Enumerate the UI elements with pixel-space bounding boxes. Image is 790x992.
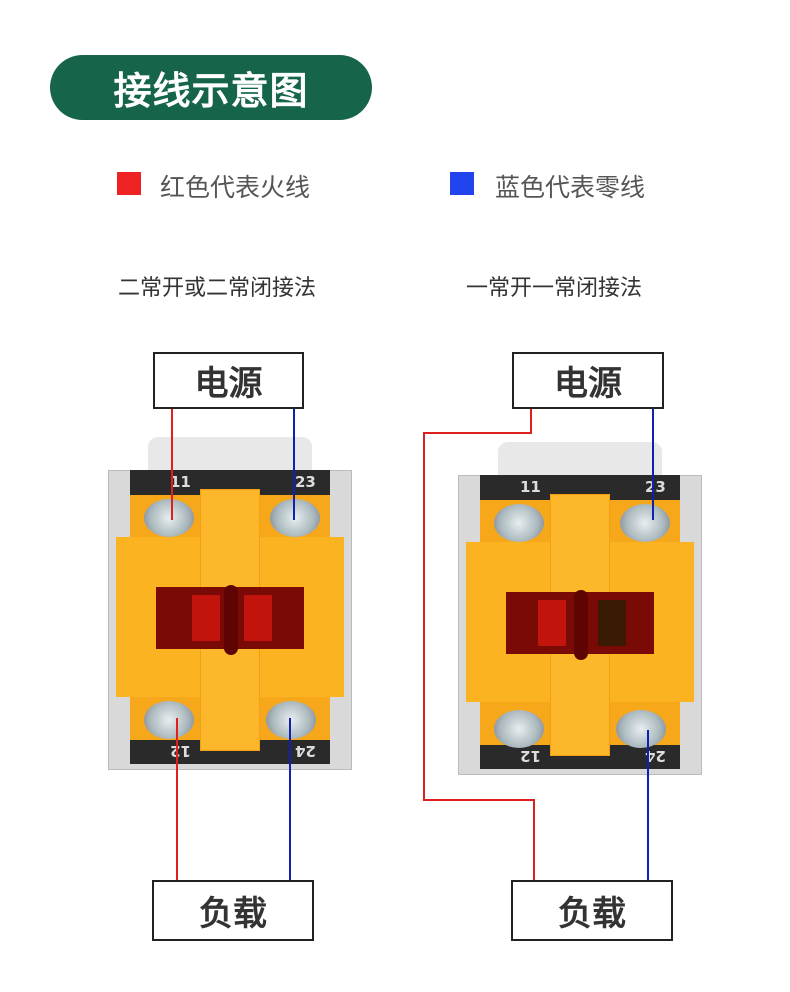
page-title: 接线示意图 [50, 55, 372, 120]
screw-icon [620, 504, 670, 542]
load-box-left: 负载 [152, 880, 314, 941]
load-box-right: 负载 [511, 880, 673, 941]
screw-icon [616, 710, 666, 748]
terminal-23: 23 [295, 473, 316, 491]
subtitle-left: 二常开或二常闭接法 [118, 276, 317, 301]
load-label: 负载 [199, 894, 267, 934]
load-label: 负载 [558, 894, 626, 934]
terminal-23: 23 [645, 478, 666, 496]
terminal-11: 11 [520, 478, 541, 496]
screw-icon [494, 710, 544, 748]
red-swatch [117, 172, 141, 195]
screw-icon [144, 701, 194, 739]
power-source-box-left: 电源 [153, 352, 304, 409]
power-label: 电源 [554, 364, 622, 404]
subtitle-right: 一常开一常闭接法 [466, 276, 643, 301]
blue-swatch [450, 172, 474, 195]
screw-icon [494, 504, 544, 542]
legend-live: 红色代表火线 [160, 173, 311, 202]
title-text: 接线示意图 [113, 69, 309, 113]
live-wire-right [423, 408, 535, 882]
power-source-box-right: 电源 [512, 352, 664, 409]
terminal-11: 11 [170, 473, 191, 491]
power-label: 电源 [194, 364, 263, 404]
legend-neutral: 蓝色代表零线 [495, 173, 646, 202]
screw-icon [144, 499, 194, 537]
